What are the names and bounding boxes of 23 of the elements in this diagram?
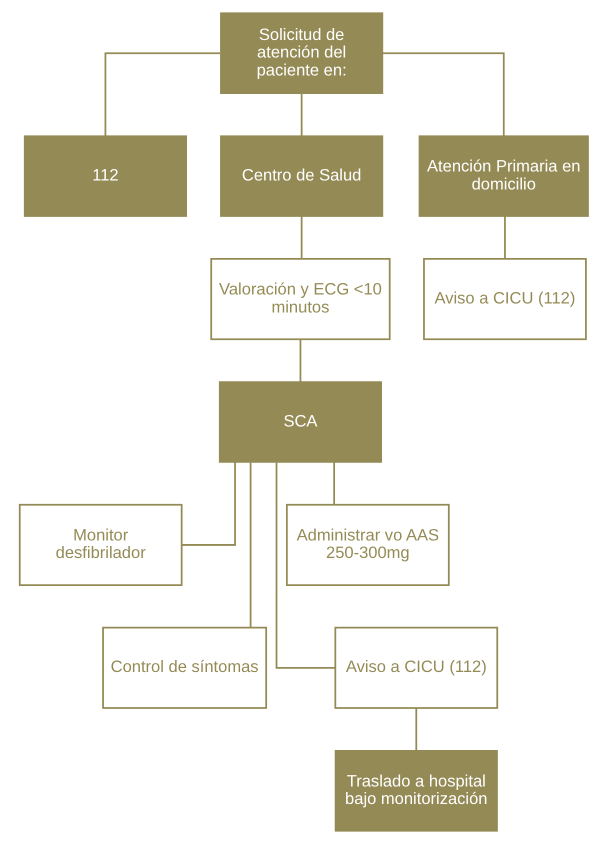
node-box: 112	[23, 135, 186, 217]
connector	[504, 216, 506, 259]
node-box: Atención Primaria en domicilio	[418, 135, 588, 217]
node-box: Centro de Salud	[220, 135, 383, 217]
connector	[249, 462, 251, 628]
node-box: SCA	[218, 381, 382, 463]
connector	[275, 462, 334, 669]
connector	[382, 52, 504, 136]
node-box: Administrar vo AAS 250-300mg	[285, 504, 450, 586]
connector	[300, 216, 302, 259]
connector	[299, 339, 301, 382]
node-box: Aviso a CICU (112)	[422, 258, 586, 340]
connector	[300, 93, 302, 136]
connector	[332, 462, 335, 505]
node-box: Monitor desfibrilador	[18, 504, 182, 586]
node-box: Solicitud de atención del paciente en:	[220, 12, 383, 94]
node-box: Valoración y ECG <10 minutos	[210, 258, 390, 340]
connector	[414, 708, 417, 750]
connector	[104, 52, 220, 136]
connector	[181, 462, 236, 546]
node-box: Traslado a hospital bajo monitorización	[334, 750, 498, 832]
node-box: Aviso a CICU (112)	[334, 626, 498, 709]
node-box: Control de síntomas	[102, 626, 267, 709]
